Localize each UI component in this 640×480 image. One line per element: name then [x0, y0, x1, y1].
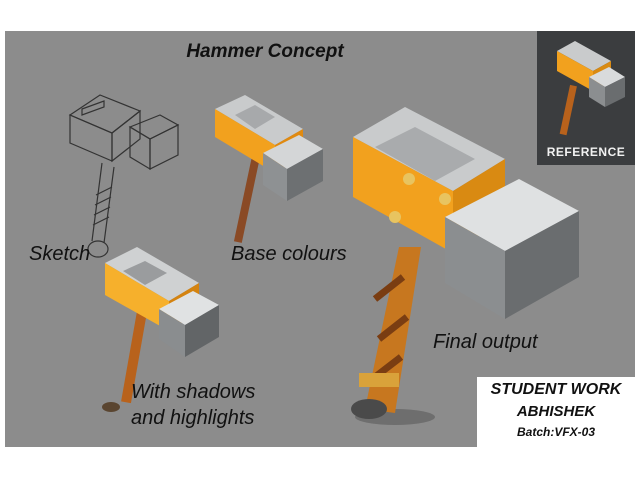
student-batch: Batch:VFX-03: [516, 425, 596, 439]
page-title: Hammer Concept: [186, 41, 344, 62]
shaded-hammer: [102, 247, 219, 412]
label-shadows-line1: With shadows: [131, 381, 256, 403]
final-hammer: [351, 107, 579, 425]
label-final-output: Final output: [433, 331, 538, 353]
label-sketch: Sketch: [29, 243, 91, 265]
sketch-hammer: [68, 94, 180, 258]
student-credit: STUDENT WORK ABHISHEK Batch:VFX-03: [477, 377, 635, 447]
reference-label: REFERENCE: [546, 145, 626, 159]
label-shadows-line2: and highlights: [131, 407, 255, 429]
student-title: STUDENT WORK: [490, 381, 622, 398]
reference-panel: REFERENCE: [537, 31, 635, 165]
reference-hammer: [557, 41, 625, 136]
base-colours-hammer: [215, 95, 323, 243]
student-name: ABHISHEK: [516, 403, 596, 420]
label-base-colours: Base colours: [231, 243, 347, 265]
artboard: Hammer Concept Sketch Base colours: [5, 31, 635, 447]
